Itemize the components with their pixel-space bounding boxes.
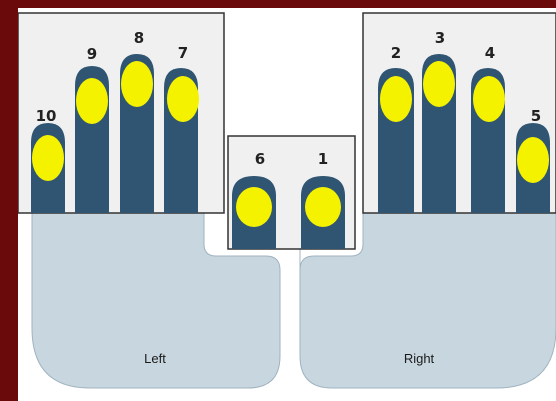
fingertip-5[interactable] [517, 137, 549, 183]
fingertip-7[interactable] [167, 76, 199, 122]
left-hand-label: Left [144, 351, 166, 366]
finger-9[interactable]: 9 [75, 45, 109, 213]
finger-number-8: 8 [134, 29, 144, 47]
finger-number-5: 5 [531, 107, 541, 125]
fingertip-1[interactable] [305, 187, 341, 227]
fingertip-10[interactable] [32, 135, 64, 181]
fingertip-6[interactable] [236, 187, 272, 227]
fingertip-8[interactable] [121, 61, 153, 107]
fingertip-4[interactable] [473, 76, 505, 122]
fingertip-9[interactable] [76, 78, 108, 124]
finger-number-6: 6 [255, 150, 265, 168]
finger-number-2: 2 [391, 44, 401, 62]
finger-selection-canvas: 10 9 8 7 6 [18, 8, 556, 401]
right-hand-label: Right [404, 351, 435, 366]
finger-number-1: 1 [318, 150, 328, 168]
fingertip-2[interactable] [380, 76, 412, 122]
finger-number-3: 3 [435, 29, 445, 47]
finger-number-4: 4 [485, 44, 495, 62]
finger-number-10: 10 [36, 107, 57, 125]
hands-diagram: 10 9 8 7 6 [18, 8, 556, 401]
fingertip-3[interactable] [423, 61, 455, 107]
finger-number-7: 7 [178, 44, 188, 62]
finger-number-9: 9 [87, 45, 97, 63]
